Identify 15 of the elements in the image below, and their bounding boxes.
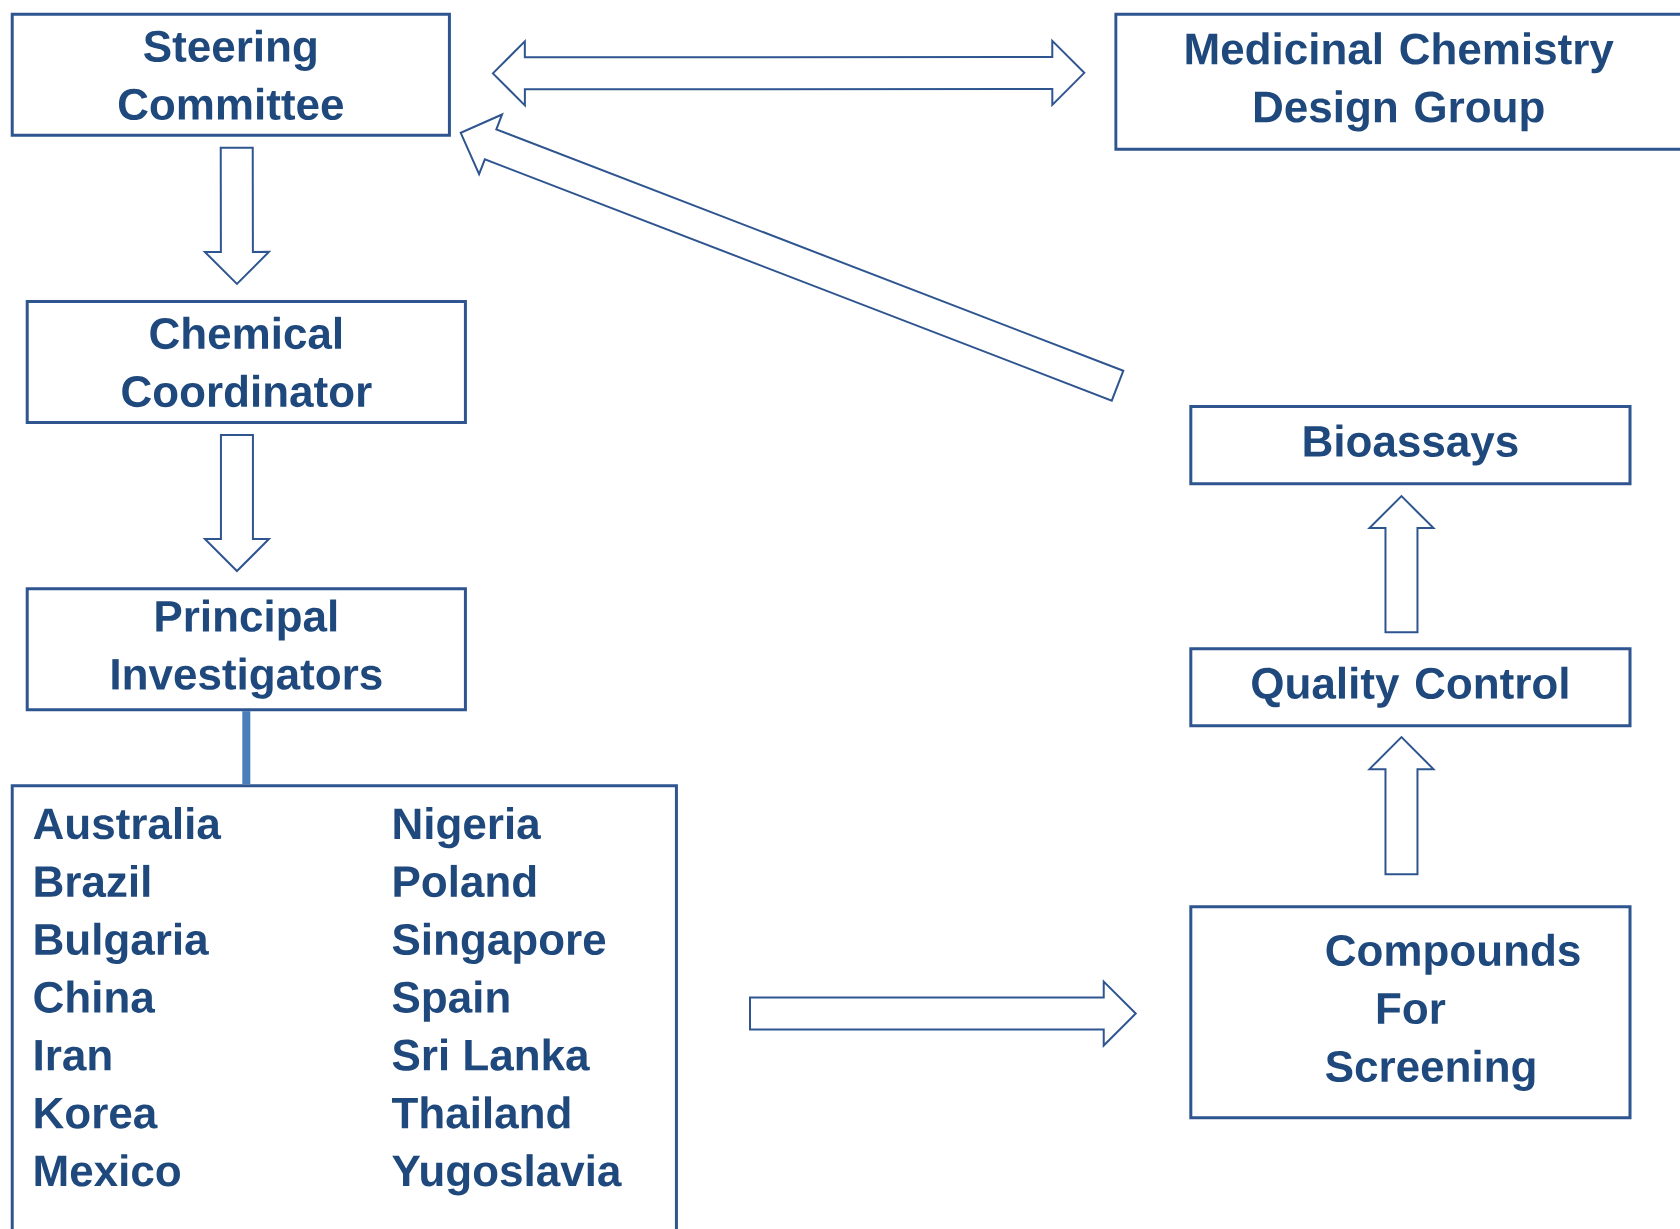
block-arrow [202,434,272,573]
block-arrow [202,146,272,286]
process-box: Principal Investigators [25,587,467,712]
block-arrow [749,979,1138,1048]
process-box: Compounds For Screening [1189,905,1632,1120]
process-box: Steering Committee [10,12,451,137]
process-box: Medicinal Chemistry Design Group [1114,12,1680,151]
process-box: Bioassays [1189,405,1632,486]
block-arrow [491,38,1086,108]
process-box: Chemical Coordinator [25,300,467,424]
process-box: Quality Control [1189,647,1632,728]
country-list-box: Australia Brazil Bulgaria China Iran Korea Mexico Nigeria Poland Singapore Spain Sri Lanka Thailand Yugoslavia [10,784,678,1229]
block-arrow [1367,735,1436,876]
block-arrow [459,112,1125,402]
block-arrow [1367,494,1436,634]
